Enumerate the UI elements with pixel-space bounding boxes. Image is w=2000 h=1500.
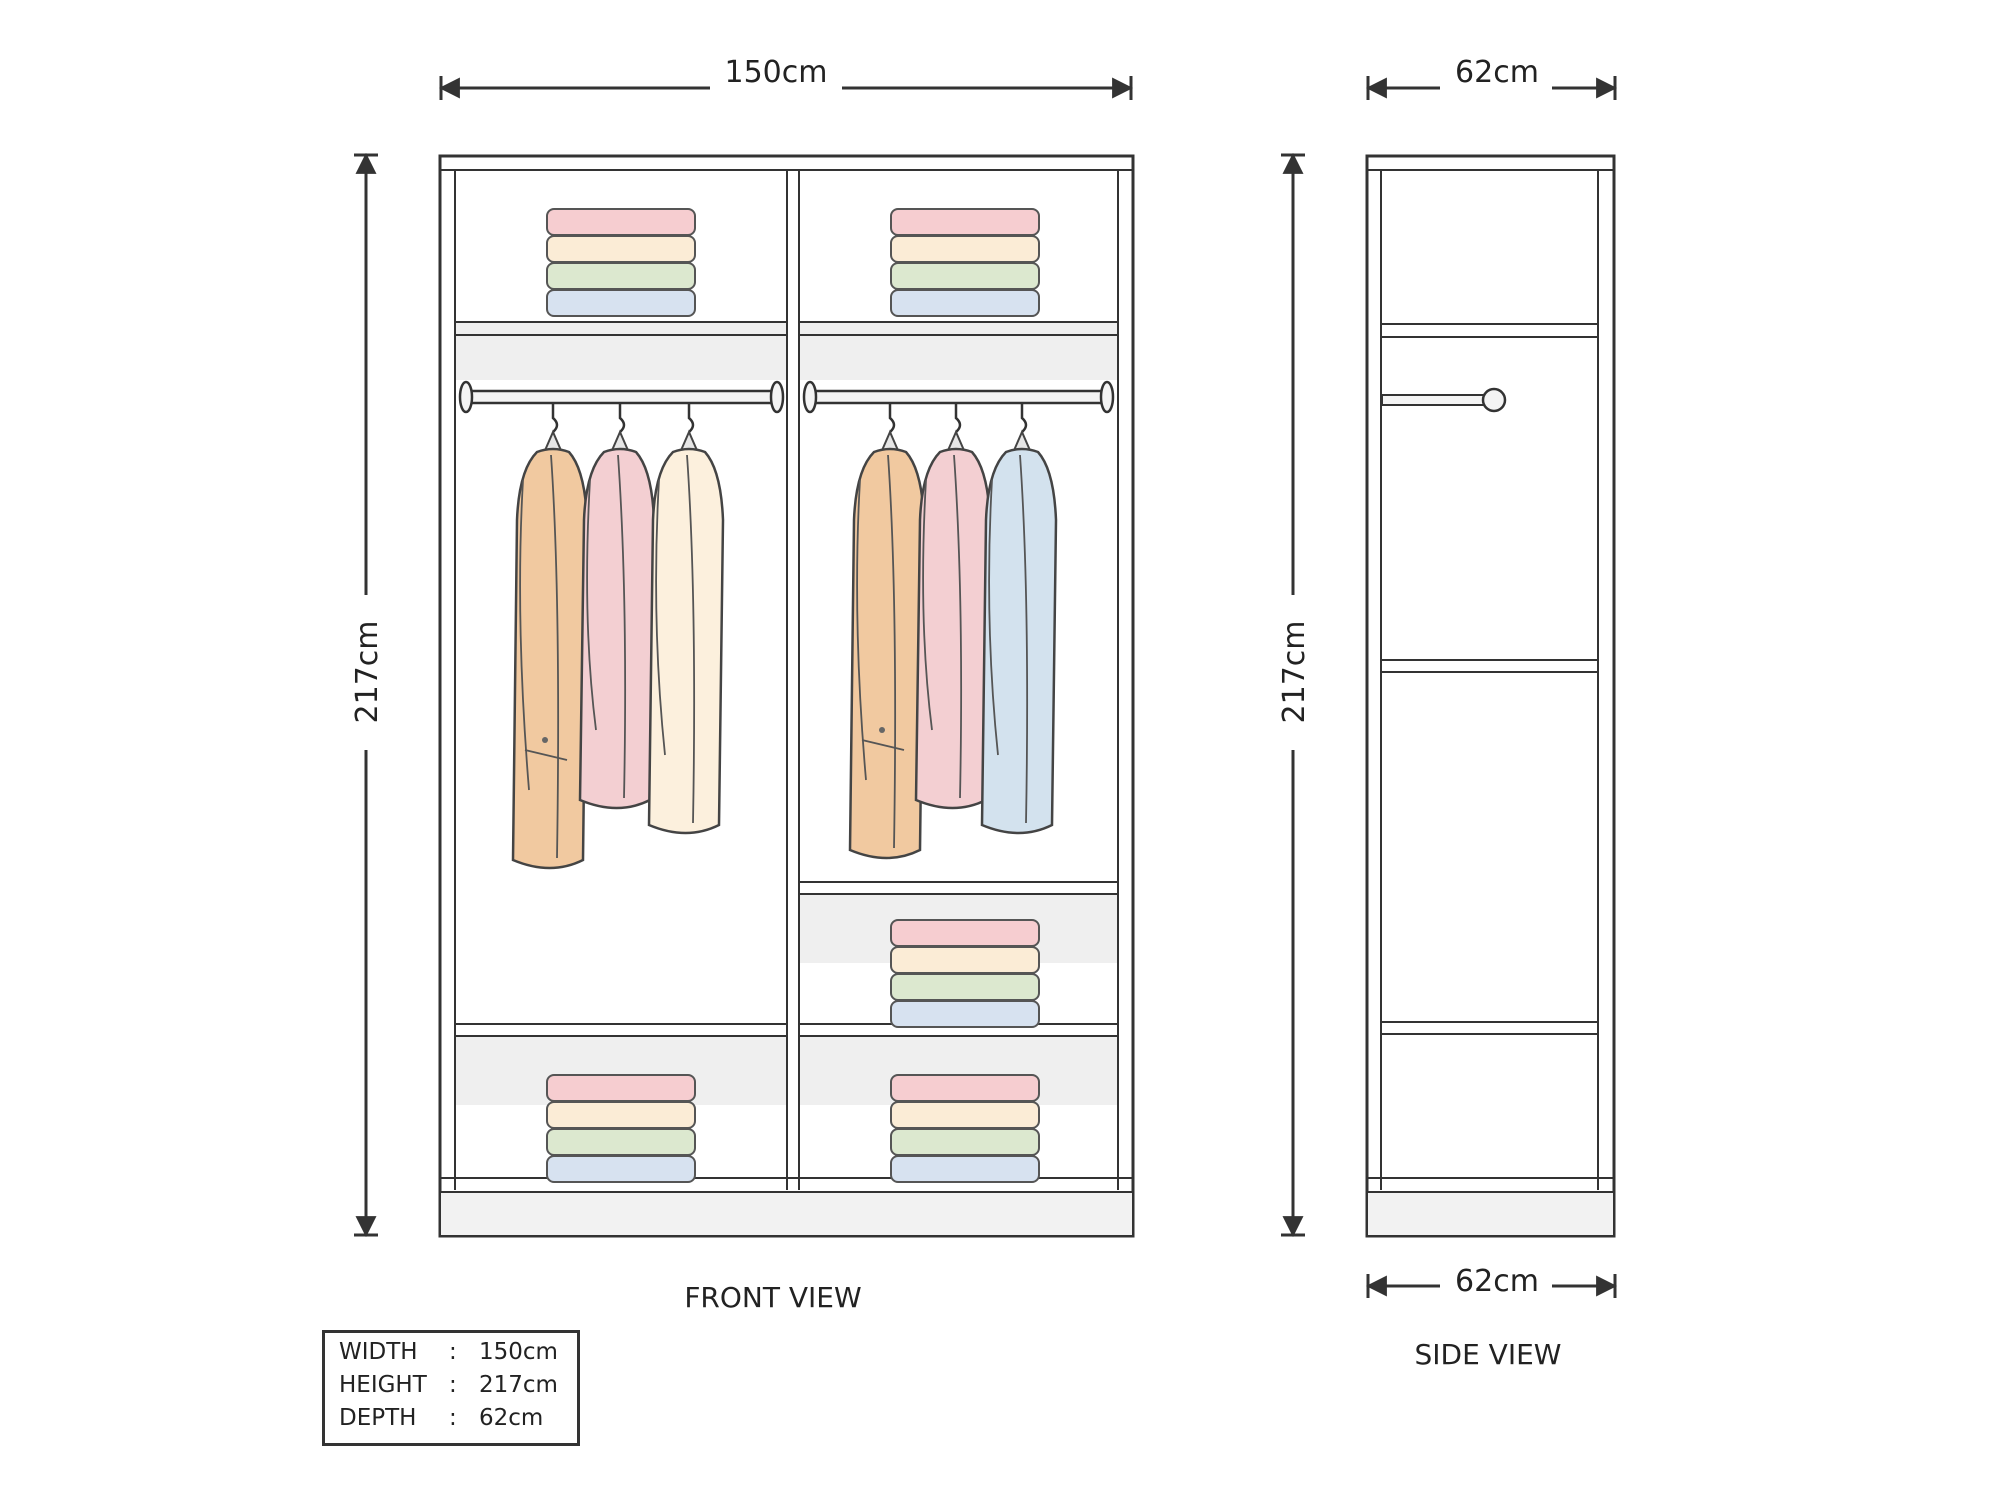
folded-garment — [890, 919, 1040, 947]
folded-garment — [546, 262, 696, 290]
front-view-wardrobe: FRONT VIEW — [438, 154, 1135, 1314]
hanging-coat — [980, 403, 1058, 835]
side-bottom-depth-dimension: 62cm — [1365, 1264, 1618, 1299]
folded-garment — [546, 1155, 696, 1183]
spec-row-depth: DEPTH : 62cm — [339, 1405, 569, 1437]
side-height-label: 217cm — [1277, 621, 1312, 724]
side-view-wardrobe: SIDE VIEW — [1365, 154, 1616, 1371]
hanging-rod-right — [802, 380, 1115, 414]
folded-garment — [546, 1074, 696, 1102]
side-top-depth-label: 62cm — [1455, 55, 1539, 90]
folded-garment — [890, 946, 1040, 974]
coat-button — [879, 727, 885, 733]
coat-body — [848, 447, 926, 860]
spec-separator: : — [449, 1339, 457, 1365]
hanger-hook — [618, 403, 626, 433]
hanging-coat — [511, 403, 589, 870]
folded-garment — [890, 262, 1040, 290]
folded-garment — [890, 1155, 1040, 1183]
top-shelf-right — [799, 321, 1118, 380]
folded-garment — [890, 1000, 1040, 1028]
folded-garment — [890, 1128, 1040, 1156]
folded-garment — [546, 289, 696, 317]
coat-body — [980, 447, 1058, 835]
folded-garment — [890, 289, 1040, 317]
coat-button — [542, 737, 548, 743]
folded-stack — [546, 1074, 696, 1183]
hanger-hook — [687, 403, 695, 433]
dimension-spec-table: WIDTH : 150cm HEIGHT : 217cm DEPTH : 62c… — [322, 1330, 580, 1446]
folded-garment — [546, 1101, 696, 1129]
spec-value: 217cm — [479, 1372, 558, 1398]
side-hanging-rod — [1381, 387, 1507, 413]
spec-key: WIDTH — [339, 1339, 418, 1365]
hanging-coats — [511, 403, 1058, 870]
wardrobe-plinth — [441, 1193, 1132, 1235]
spec-key: DEPTH — [339, 1405, 417, 1431]
folded-garment — [890, 235, 1040, 263]
front-height-label: 217cm — [350, 621, 385, 724]
spec-value: 62cm — [479, 1405, 544, 1431]
spec-row-width: WIDTH : 150cm — [339, 1339, 569, 1371]
hanger-hook — [1020, 403, 1028, 433]
side-height-dimension: 217cm — [1277, 152, 1312, 1238]
hanger-hook — [888, 403, 896, 433]
hanging-coat — [848, 403, 926, 860]
spec-row-height: HEIGHT : 217cm — [339, 1372, 569, 1404]
coat-body — [511, 447, 589, 870]
folded-garment — [546, 208, 696, 236]
coat-body — [578, 447, 656, 810]
hanger-hook — [551, 403, 559, 433]
side-top-depth-dimension: 62cm — [1365, 55, 1618, 100]
folded-stack — [890, 1074, 1040, 1183]
hanging-rod-left — [458, 380, 785, 414]
folded-stack — [890, 919, 1040, 1028]
hanger-hook — [954, 403, 962, 433]
coat-body — [914, 447, 992, 810]
top-shelf-left — [455, 321, 787, 380]
hanging-coat — [647, 403, 725, 835]
front-width-dimension: 150cm — [438, 55, 1134, 100]
front-width-label: 150cm — [725, 55, 828, 90]
folded-stack — [546, 208, 696, 317]
side-bottom-depth-label: 62cm — [1455, 1264, 1539, 1299]
side-view-caption: SIDE VIEW — [1415, 1338, 1562, 1371]
folded-clothes-stacks — [546, 208, 1040, 1183]
spec-separator: : — [449, 1405, 457, 1431]
folded-garment — [890, 1101, 1040, 1129]
folded-garment — [546, 1128, 696, 1156]
folded-garment — [546, 235, 696, 263]
spec-value: 150cm — [479, 1339, 558, 1365]
side-outer-frame — [1365, 154, 1616, 1238]
coat-body — [647, 447, 725, 835]
front-height-dimension: 217cm — [350, 152, 385, 1238]
folded-garment — [890, 208, 1040, 236]
folded-garment — [890, 973, 1040, 1001]
front-view-caption: FRONT VIEW — [684, 1281, 861, 1314]
spec-key: HEIGHT — [339, 1372, 427, 1398]
folded-stack — [890, 208, 1040, 317]
folded-garment — [890, 1074, 1040, 1102]
spec-separator: : — [449, 1372, 457, 1398]
